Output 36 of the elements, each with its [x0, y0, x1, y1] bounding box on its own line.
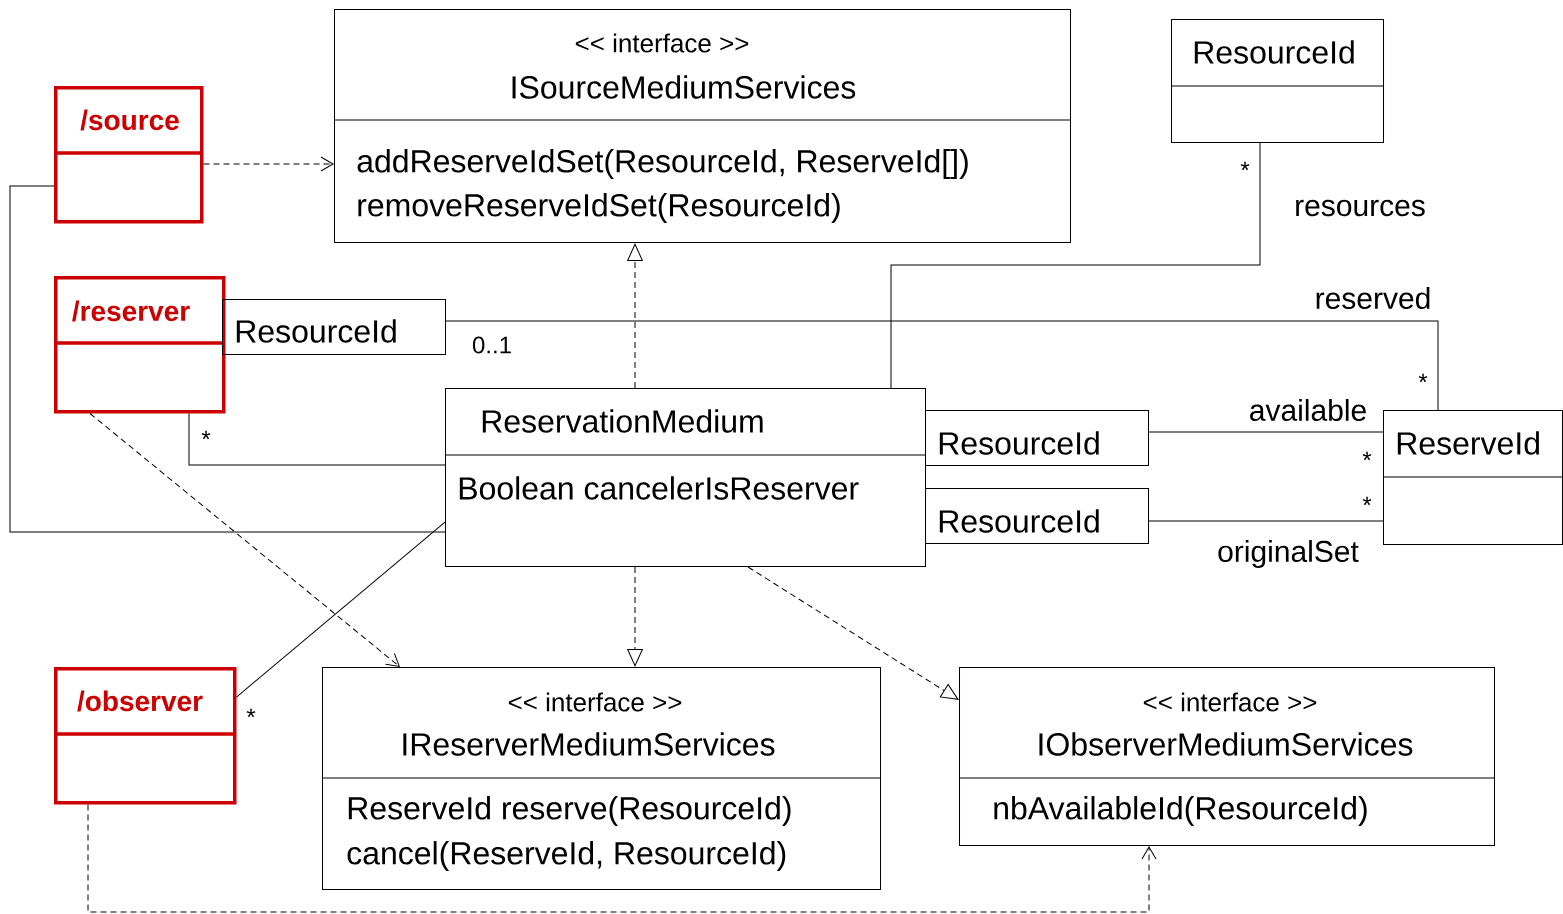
class-box: << interface >> ISourceMediumServices addReserveIdSet(ResourceId, ReserveId[]) removeReserveIdSet(ResourceId): [333, 9, 1071, 243]
role-class-box: /observer: [54, 667, 237, 805]
association-line: [1148, 520, 1384, 522]
association-line: [445, 320, 1439, 411]
multiplicity: *: [246, 708, 256, 718]
class-box: << interface >> IReserverMediumServices ReserveId reserve(ResourceId) cancel(ReserveId, ResourceId): [321, 667, 881, 890]
class-box: << interface >> IObserverMediumServices nbAvailableId(ResourceId): [958, 667, 1495, 846]
association-line: [236, 521, 446, 698]
class-box: ReserveId: [1382, 410, 1563, 545]
multiplicity: *: [1362, 496, 1372, 506]
qualifier-box: ResourceId: [925, 488, 1149, 544]
association-line: [188, 413, 446, 466]
role-class-box: /source: [54, 86, 204, 224]
association-line: [1148, 431, 1384, 433]
class-box: ResourceId: [1170, 19, 1384, 143]
dependency-arrow: [747, 566, 959, 700]
dependency-arrow: [627, 243, 643, 389]
association-line: [890, 142, 1261, 389]
role-name: reserved: [1316, 287, 1430, 310]
multiplicity: *: [1240, 161, 1250, 171]
dependency-arrow: [627, 566, 643, 667]
class-box: ReservationMedium Boolean cancelerIsReserver: [444, 388, 926, 567]
dependency-arrow: [203, 156, 334, 172]
multiplicity: *: [201, 430, 211, 440]
qualifier-box: ResourceId: [925, 410, 1149, 466]
role-name: resources: [1296, 199, 1425, 217]
multiplicity: 0..1: [472, 336, 511, 354]
role-name: originalSet: [1218, 540, 1359, 568]
multiplicity: *: [1418, 373, 1428, 383]
qualifier-box: ResourceId: [222, 299, 446, 355]
multiplicity: *: [1362, 451, 1372, 461]
role-class-box: /reserver: [54, 276, 226, 414]
dependency-arrow: [87, 804, 1157, 913]
association-line: [9, 185, 446, 533]
role-name: available: [1250, 399, 1366, 422]
dependency-arrow: [89, 413, 400, 667]
